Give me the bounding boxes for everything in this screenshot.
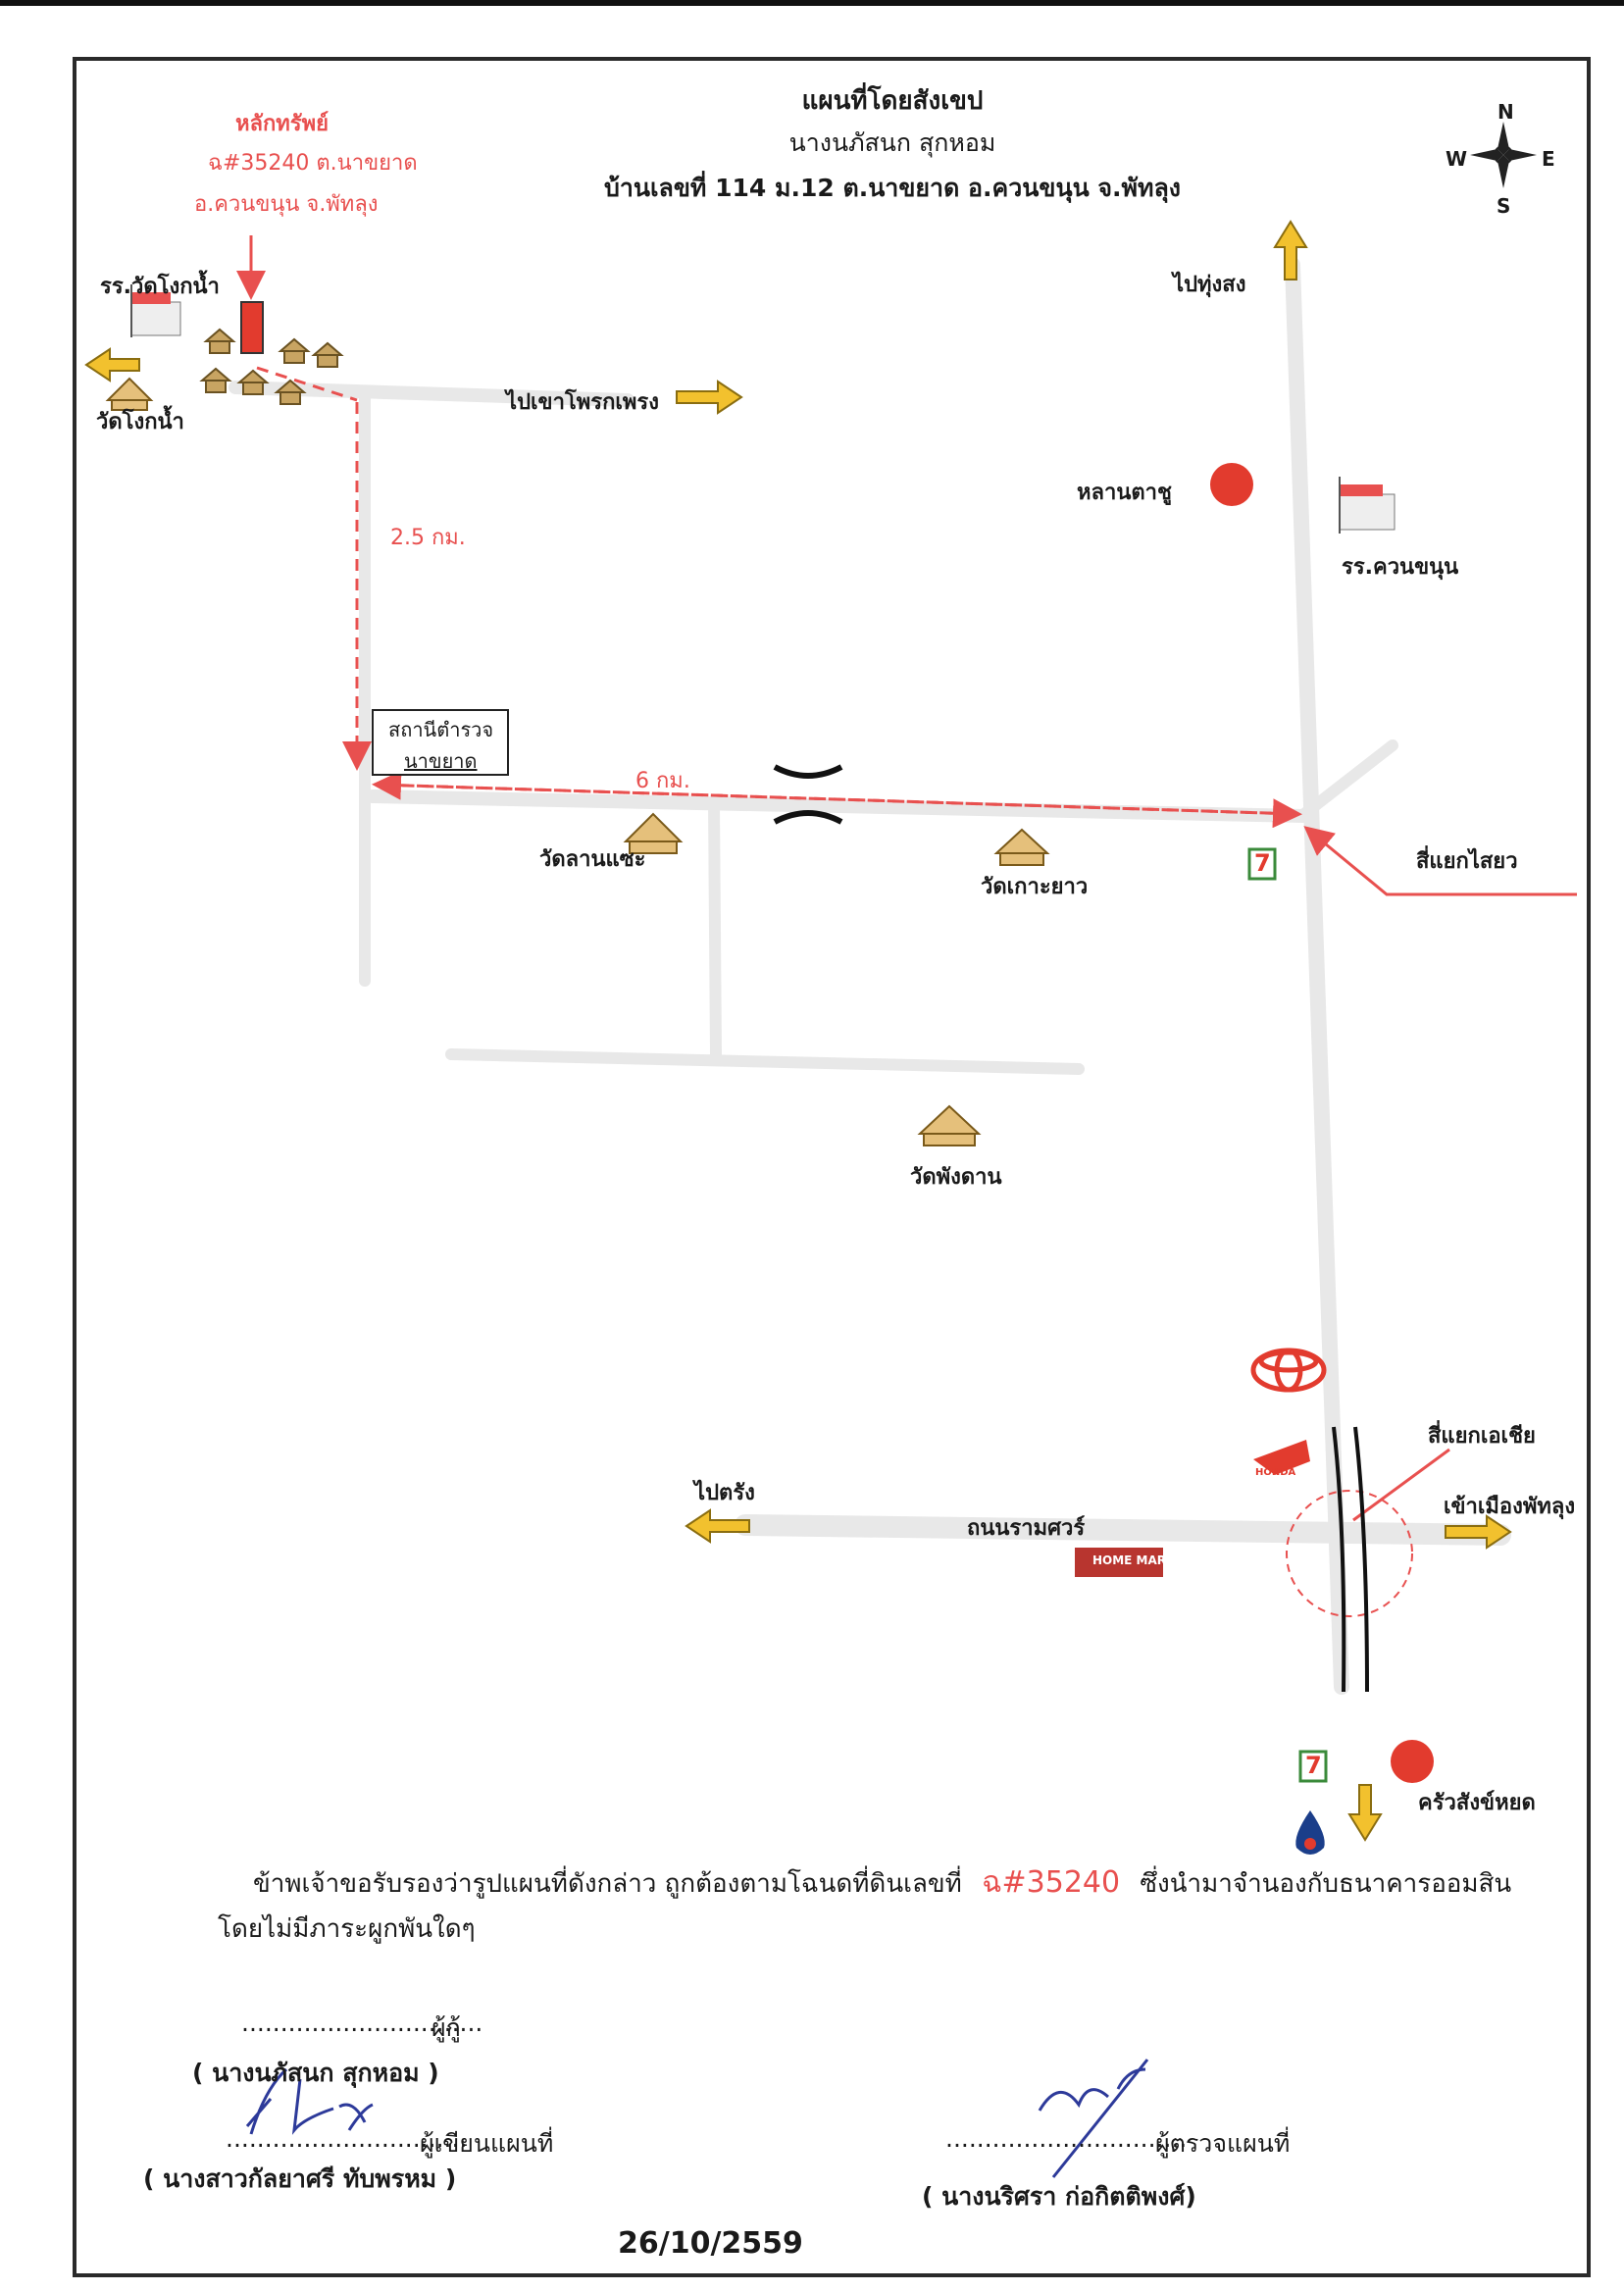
label-honda: HONDA: [1255, 1467, 1296, 1478]
label-sai-yaeo-junction: สี่แยกไสยว: [1416, 849, 1518, 874]
document-date: 26/10/2559: [618, 2226, 803, 2261]
seven-eleven-logo-icon: [1247, 847, 1328, 1783]
label-distance-6: 6 กม.: [635, 769, 690, 793]
label-police-1: สถานีตำรวจ: [388, 718, 494, 741]
label-distance-2-5: 2.5 กม.: [390, 526, 466, 550]
house-cluster-icon: [199, 328, 344, 405]
certification-line-1: ข้าพเจ้าขอรับรองว่ารูปแผนที่ดังกล่าว ถูก…: [253, 1859, 1511, 1906]
label-school-wat-khong-nam: รร.วัดโงกน้ำ: [100, 275, 220, 299]
land-plot-marker: [240, 301, 264, 354]
writer-dots: ...............................: [226, 2124, 468, 2153]
map-owner: นางนภัสนก สุกหอม: [788, 128, 996, 157]
police-station-box: [372, 709, 509, 776]
label-wat-khong-nam: วัดโงกน้ำ: [96, 410, 184, 434]
label-police-2: นาขยาด: [404, 749, 478, 773]
arrow-east-icon: [676, 380, 743, 415]
certification-line-2: โดยไม่มีภาระผูกพันใดๆ: [218, 1914, 476, 1944]
road-vertical-mid: [708, 798, 722, 1060]
borrower-role: ผู้กู้: [431, 2013, 461, 2042]
scan-edge: [0, 0, 1624, 6]
compass-rose-icon: [1470, 122, 1537, 188]
label-wat-ko-yao: วัดเกาะยาว: [981, 875, 1089, 899]
collateral-label-2: ฉ#35240 ต.นาขยาด: [208, 151, 418, 176]
arrow-south-icon: [1347, 1784, 1383, 1842]
compass-w: W: [1446, 147, 1468, 171]
arrow-west-icon: [84, 347, 140, 382]
road-rama: [735, 1514, 1511, 1546]
road-network: [228, 257, 1511, 1695]
school-icon: [130, 284, 181, 337]
school-icon-2: [1339, 477, 1396, 534]
checker-role: ผู้ตรวจแผนที่: [1155, 2129, 1291, 2158]
arrow-west-icon-2: [685, 1508, 750, 1544]
label-rama-road: ถนนรามศวร์: [967, 1516, 1086, 1541]
bridge-icon: [773, 764, 843, 825]
map-frame: [73, 57, 1591, 2277]
label-to-thung-song: ไปทุ่งสง: [1173, 273, 1246, 297]
deed-number: ฉ#35240: [982, 1865, 1121, 1900]
home-mart-sign: [1075, 1548, 1163, 1577]
map-address: บ้านเลขที่ 114 ม.12 ต.นาขยาด อ.ควนขนุน จ…: [603, 174, 1182, 202]
certification-text-before: ข้าพเจ้าขอรับรองว่ารูปแผนที่ดังกล่าว ถูก…: [253, 1869, 962, 1899]
gas-station-icon: [1295, 1810, 1325, 1855]
honda-logo-icon: [1253, 1440, 1310, 1475]
label-to-khao-phrak-phraeng: ไปเขาโพรกเพรง: [506, 390, 659, 415]
borrower-dots: ...............................: [241, 2009, 483, 2037]
collateral-label-1: หลักทรัพย์: [235, 112, 330, 136]
restaurant-logo-icon: [1210, 463, 1434, 1783]
writer-role: ผู้เขียนแผนที่: [420, 2129, 554, 2158]
label-to-phatthalung: เข้าเมืองพัทลุง: [1444, 1495, 1576, 1519]
checker-dots: ...............................: [945, 2124, 1188, 2153]
label-wat-phang-dan: วัดพังดาน: [910, 1165, 1002, 1190]
asia-junction-circle: [1286, 1490, 1413, 1617]
collateral-label-3: อ.ควนขนุน จ.พัทลุง: [194, 192, 379, 217]
road-north-south: [1285, 257, 1349, 1695]
handwritten-signature: [245, 2059, 1149, 2178]
label-lan-ta-chu: หลานตาชู: [1077, 481, 1172, 505]
road-horizontal-mid: [366, 789, 1311, 823]
writer-name: ( นางสาวกัลยาศรี ทับพรหม ): [143, 2164, 457, 2193]
label-asia-junction: สี่แยกเอเชีย: [1428, 1424, 1536, 1449]
road-diagonal: [1298, 739, 1398, 820]
label-wat-lan-sae: วัดลานแซะ: [539, 847, 646, 872]
direction-arrows: [84, 220, 1512, 1842]
map-title: แผนที่โดยสังเขป: [801, 86, 984, 116]
label-krua-sang-yot: ครัวสังข์หยด: [1418, 1791, 1536, 1815]
checker-name: ( นางนริศรา ก่อกิตติพงศ์): [922, 2182, 1196, 2211]
label-seven-eleven-2: 7: [1305, 1752, 1322, 1779]
route-dashed: [256, 366, 1302, 829]
temple-icon: [105, 377, 1050, 1146]
label-seven-eleven-1: 7: [1254, 849, 1271, 877]
toyota-logo-icon: [1250, 1348, 1327, 1393]
arrow-east-icon-2: [1445, 1514, 1512, 1550]
compass-n: N: [1497, 100, 1514, 124]
sai-yaeo-pointer: [1303, 826, 1577, 896]
compass-e: E: [1542, 147, 1555, 171]
borrower-name: ( นางนภัสนก สุกหอม ): [192, 2059, 439, 2087]
label-to-trang: ไปตรัง: [694, 1481, 755, 1505]
arrow-north-icon: [1273, 220, 1308, 280]
highway-segment: [1332, 1426, 1369, 1693]
compass-s: S: [1497, 194, 1511, 218]
label-home-mart: HOME MART: [1092, 1553, 1174, 1567]
label-school-khuan-khanun: รร.ควนขนุน: [1342, 555, 1459, 580]
asia-pointer: [1352, 1448, 1450, 1522]
certification-text-after: ซึ่งนำมาจำนองกับธนาคารออมสิน: [1140, 1869, 1512, 1899]
road-lower: [445, 1048, 1085, 1075]
